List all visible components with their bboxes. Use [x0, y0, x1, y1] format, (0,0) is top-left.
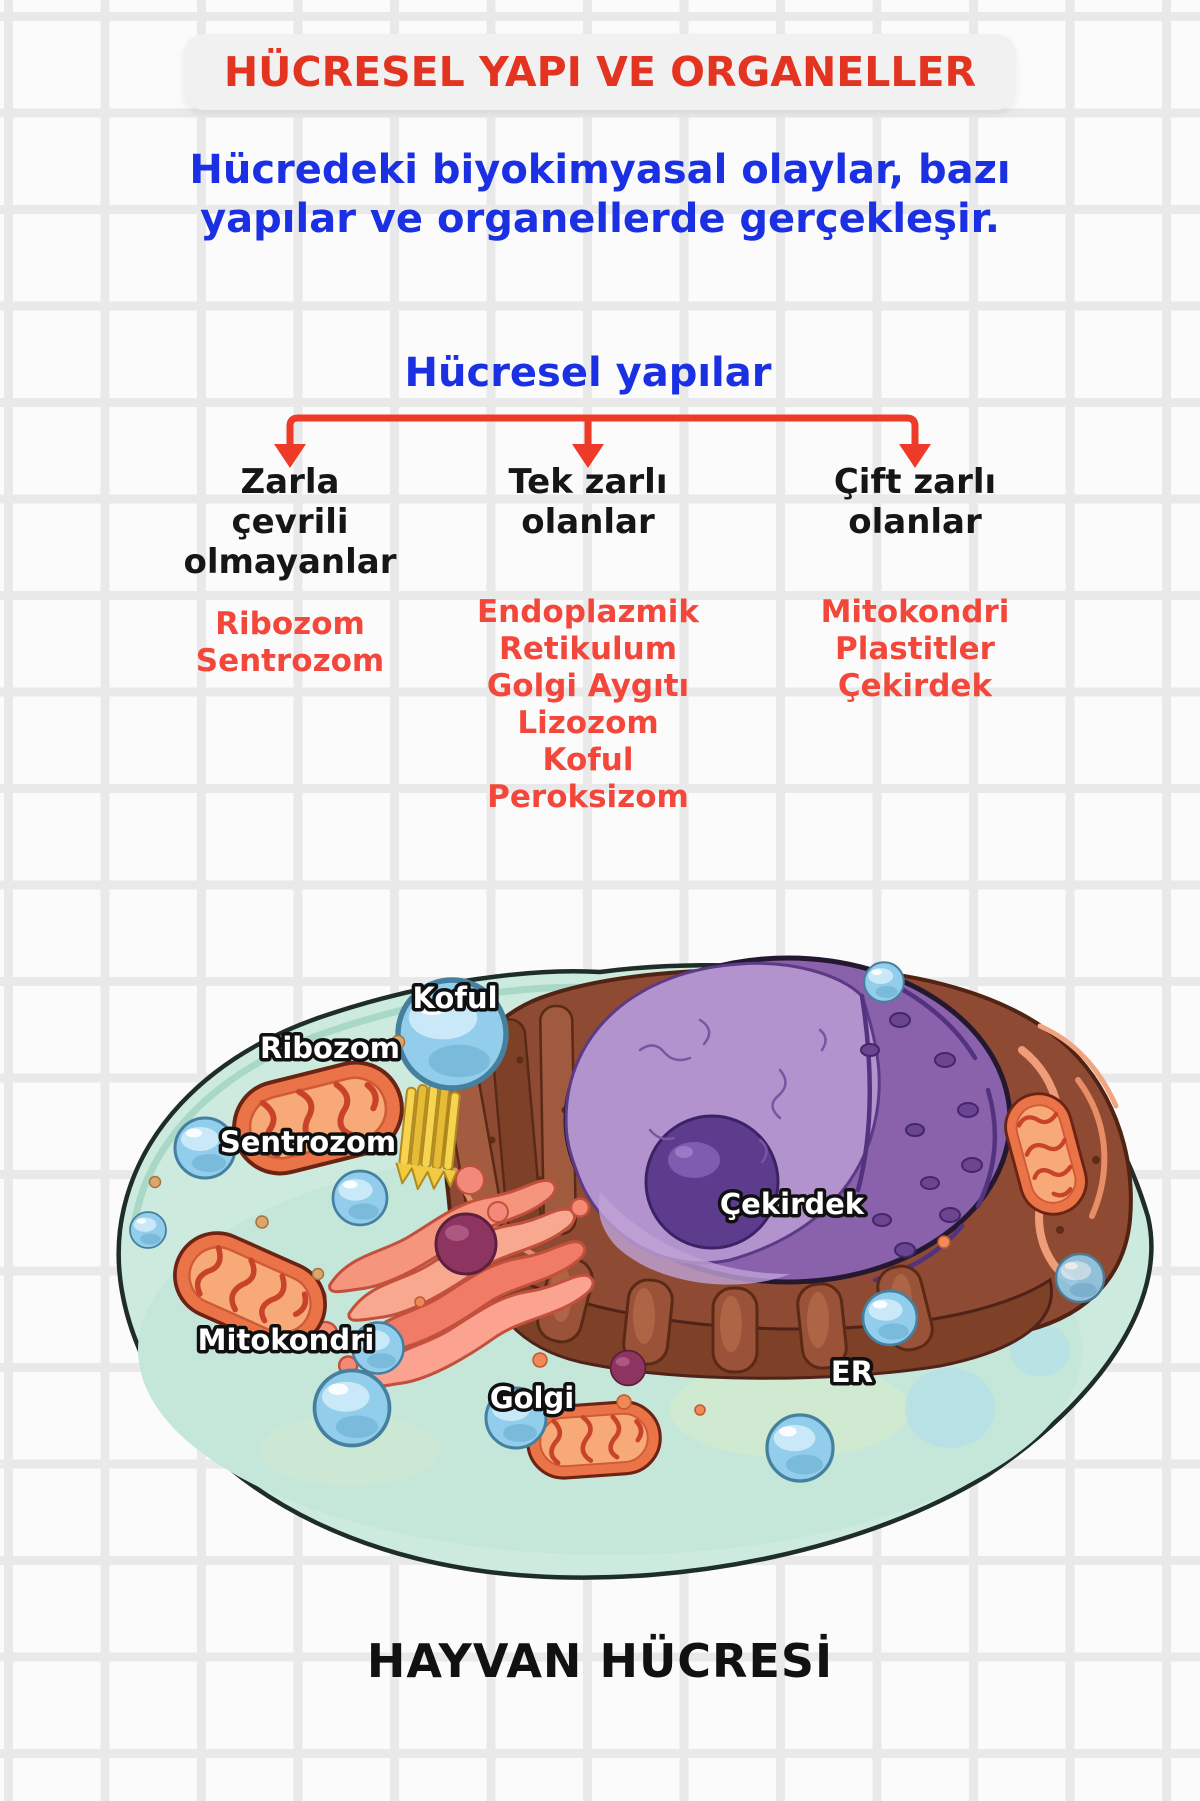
branch-item: Golgi Aygıtı — [486, 668, 690, 704]
branch-item: Endoplazmik — [476, 594, 700, 630]
tree-root-title: Hücresel yapılar — [404, 350, 772, 396]
chromatin-squiggles — [638, 1018, 827, 1164]
branch-heading-line: Zarla — [240, 462, 340, 502]
branch-heading-line: Tek zarlı — [508, 462, 668, 502]
vesicle — [861, 1289, 919, 1347]
branch-column-double-membrane: Çift zarlı olanlar Mitokondri Plastitler… — [765, 462, 1065, 705]
vesicle — [863, 961, 905, 1003]
vesicle — [312, 1368, 392, 1448]
er-folds-left — [440, 1004, 577, 1263]
branch-heading: Çift zarlı olanlar — [765, 462, 1065, 542]
arrowheads — [274, 444, 931, 468]
arrow-down-icon — [899, 444, 931, 468]
branch-item: Peroksizom — [487, 779, 689, 815]
lysosome — [609, 1349, 647, 1387]
tree-connector-arrows — [274, 414, 931, 468]
branch-item: Sentrozom — [195, 643, 385, 679]
intro-line-1: Hücredeki biyokimyasal olaylar, bazı — [189, 147, 1011, 193]
page-title: HÜCRESEL YAPI VE ORGANELLER — [223, 48, 977, 96]
branch-items: Endoplazmik Retikulum Golgi Aygıtı Lizoz… — [438, 594, 738, 816]
branch-heading: Tek zarlı olanlar — [438, 462, 738, 542]
branch-heading-line: Çift zarlı — [833, 462, 997, 502]
er-front-folds — [477, 1256, 1053, 1380]
label-sentrozom: Sentrozom — [220, 1125, 396, 1159]
vesicle — [331, 1169, 389, 1227]
vesicle — [765, 1413, 835, 1483]
arrow-down-icon — [572, 444, 604, 468]
branch-heading-line: olmayanlar — [183, 542, 397, 582]
nucleolus — [644, 1114, 780, 1250]
branch-item: Koful — [542, 742, 634, 778]
branch-item: Çekirdek — [837, 668, 993, 704]
branch-column-single-membrane: Tek zarlı olanlar Endoplazmik Retikulum … — [438, 462, 738, 816]
branch-heading-line: olanlar — [521, 502, 655, 542]
intro-text: Hücredeki biyokimyasal olaylar, bazı yap… — [0, 146, 1200, 244]
label-ribozom: Ribozom — [260, 1031, 400, 1065]
branch-column-no-membrane: Zarla çevrili olmayanlar Ribozom Sentroz… — [140, 462, 440, 680]
branch-items: Ribozom Sentrozom — [140, 606, 440, 680]
vesicle — [129, 1211, 167, 1249]
connector-lines — [286, 414, 919, 450]
intro-line-2: yapılar ve organellerde gerçekleşir. — [200, 196, 1000, 242]
branch-heading-line: çevrili — [231, 502, 349, 542]
nucleus — [563, 955, 1013, 1285]
label-golgi: Golgi — [490, 1381, 574, 1415]
label-koful: Koful — [412, 981, 497, 1015]
cell-caption: HAYVAN HÜCRESİ — [366, 1634, 834, 1688]
arrow-down-icon — [274, 444, 306, 468]
centriole — [395, 1083, 461, 1191]
vesicle — [1054, 1252, 1106, 1304]
branch-item: Lizozom — [517, 705, 659, 741]
branch-items: Mitokondri Plastitler Çekirdek — [765, 594, 1065, 705]
branch-heading: Zarla çevrili olmayanlar — [140, 462, 440, 582]
nuclear-pores — [860, 1012, 983, 1258]
branch-item: Mitokondri — [820, 594, 1010, 630]
cell-labels: Koful Ribozom Sentrozom Çekirdek Mitokon… — [194, 978, 876, 1419]
label-cekirdek: Çekirdek — [720, 1187, 865, 1221]
branch-item: Plastitler — [835, 631, 995, 667]
lysosome — [434, 1212, 498, 1276]
ribosome-dots — [148, 1034, 951, 1416]
animal-cell-figure: Koful Ribozom Sentrozom Çekirdek Mitokon… — [116, 955, 1154, 1580]
branch-item: Retikulum — [498, 631, 678, 667]
title-pill: HÜCRESEL YAPI VE ORGANELLER — [183, 34, 1017, 110]
label-mitokondri: Mitokondri — [198, 1323, 375, 1357]
branch-item: Ribozom — [215, 606, 365, 642]
label-er: ER — [831, 1355, 873, 1389]
branch-heading-line: olanlar — [848, 502, 982, 542]
